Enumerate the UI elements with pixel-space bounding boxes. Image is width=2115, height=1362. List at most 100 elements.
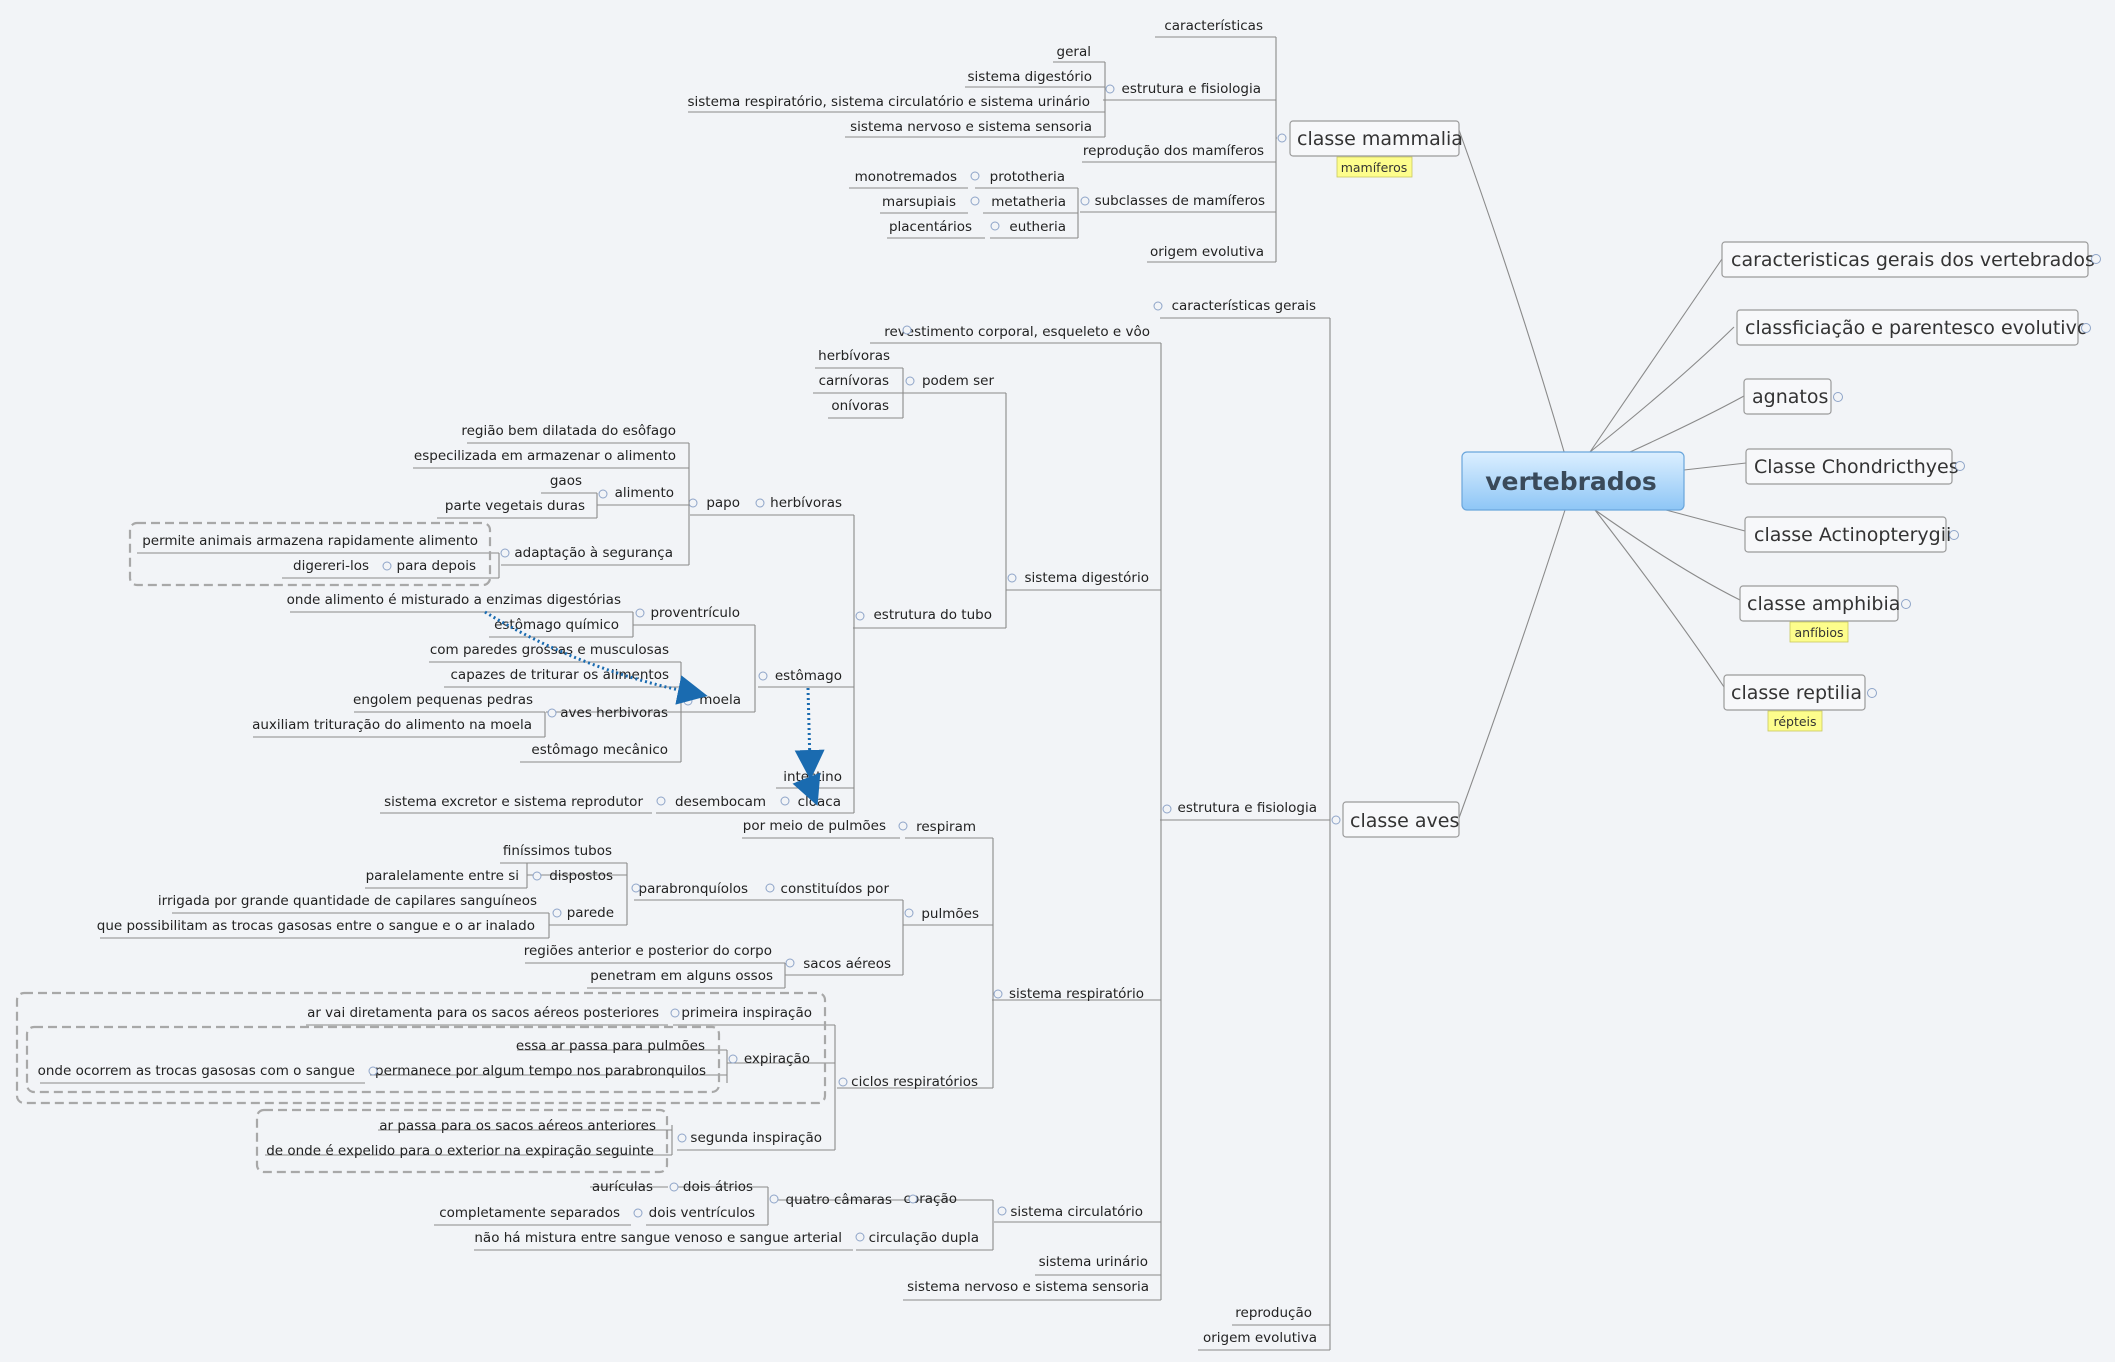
collapse-icon[interactable] — [382, 561, 392, 571]
collapse-icon[interactable] — [970, 196, 980, 206]
root-connectors — [1458, 129, 1747, 819]
collapse-icon[interactable] — [855, 1232, 865, 1242]
topic-chondricthyes[interactable]: Classe Chondricthyes — [1745, 448, 1965, 485]
svg-text:estômago químico: estômago químico — [494, 617, 619, 633]
svg-text:marsupiais: marsupiais — [882, 194, 956, 210]
collapse-icon[interactable] — [905, 376, 915, 386]
tag-anfibios — [1789, 621, 1849, 643]
svg-text:moela: moela — [699, 692, 741, 708]
svg-text:sistema circulatório: sistema circulatório — [1010, 1204, 1143, 1220]
svg-text:que possibilitam as trocas gas: que possibilitam as trocas gasosas entre… — [97, 918, 535, 934]
collapse-icon[interactable] — [1007, 573, 1017, 583]
collapse-icon[interactable] — [785, 958, 795, 968]
mammalia-subclasses: subclasses de mamíferos — [1095, 193, 1265, 209]
collapse-icon[interactable] — [758, 671, 768, 681]
collapse-icon[interactable] — [1162, 804, 1172, 814]
expand-icon[interactable] — [902, 325, 912, 335]
svg-text:sistema excretor e sistema rep: sistema excretor e sistema reprodutor — [384, 794, 643, 810]
expand-icon[interactable] — [1153, 301, 1163, 311]
tag-repteis — [1767, 710, 1823, 732]
root-label: vertebrados — [1485, 467, 1657, 496]
expand-icon[interactable] — [2091, 254, 2101, 264]
relationship-arrow — [792, 772, 821, 806]
collapse-icon[interactable] — [1277, 133, 1287, 143]
topic-classificacao[interactable]: classficiação e parentesco evolutivo — [1736, 309, 2091, 346]
svg-text:dispostos: dispostos — [549, 868, 613, 884]
svg-text:com paredes grossas e musculos: com paredes grossas e musculosas — [430, 642, 669, 658]
svg-text:herbívoras: herbívoras — [818, 348, 890, 364]
collapse-icon[interactable] — [500, 548, 510, 558]
collapse-icon[interactable] — [656, 796, 666, 806]
svg-text:cloaca: cloaca — [798, 794, 841, 810]
svg-text:gaos: gaos — [550, 473, 582, 489]
svg-text:mamíferos: mamíferos — [1341, 160, 1408, 175]
collapse-icon[interactable] — [1105, 84, 1115, 94]
expand-icon[interactable] — [1949, 530, 1959, 540]
svg-text:estômago mecânico: estômago mecânico — [531, 742, 668, 758]
svg-text:intestino: intestino — [783, 769, 842, 785]
svg-text:classe mammalia: classe mammalia — [1297, 128, 1463, 150]
collapse-icon[interactable] — [688, 498, 698, 508]
collapse-icon[interactable] — [547, 708, 557, 718]
boundary-segunda-inspiracao — [255, 1108, 669, 1174]
collapse-icon[interactable] — [1080, 196, 1090, 206]
collapse-icon[interactable] — [598, 489, 608, 499]
svg-text:anfíbios: anfíbios — [1794, 625, 1843, 640]
collapse-icon[interactable] — [532, 871, 542, 881]
svg-text:sistema respiratório, sistema: sistema respiratório, sistema circulatór… — [687, 94, 1090, 110]
expand-icon[interactable] — [1955, 461, 1965, 471]
expand-icon[interactable] — [2081, 323, 2091, 333]
topic-agnatos[interactable]: agnatos — [1743, 378, 1843, 415]
svg-text:sistema nervoso e sistema sens: sistema nervoso e sistema sensoria — [907, 1279, 1149, 1295]
root-node[interactable]: vertebrados — [1461, 451, 1685, 511]
svg-text:geral: geral — [1057, 44, 1091, 60]
topic-actinopterygii[interactable]: classe Actinopterygii — [1744, 516, 1959, 553]
node-classe-aves[interactable] — [1342, 801, 1460, 838]
collapse-icon[interactable] — [769, 1194, 779, 1204]
collapse-icon[interactable] — [368, 1066, 378, 1076]
svg-text:penetram em alguns ossos: penetram em alguns ossos — [590, 968, 773, 984]
collapse-icon[interactable] — [728, 1054, 738, 1064]
collapse-icon[interactable] — [683, 696, 693, 706]
svg-text:completamente separados: completamente separados — [439, 1205, 620, 1221]
collapse-icon[interactable] — [633, 1208, 643, 1218]
topic-amphibia[interactable]: classe amphibia anfíbios — [1739, 585, 1911, 643]
relationship-arrow — [794, 687, 825, 780]
collapse-icon[interactable] — [904, 908, 914, 918]
collapse-icon[interactable] — [838, 1077, 848, 1087]
node-classe-mammalia[interactable] — [1289, 120, 1460, 157]
svg-text:eutheria: eutheria — [1009, 219, 1066, 235]
expand-icon[interactable] — [1833, 392, 1843, 402]
collapse-icon[interactable] — [908, 1194, 918, 1204]
svg-text:Classe Chondricthyes: Classe Chondricthyes — [1754, 456, 1959, 478]
collapse-icon[interactable] — [552, 908, 562, 918]
svg-text:ciclos respiratórios: ciclos respiratórios — [851, 1074, 978, 1090]
svg-text:classficiação e parentesco evo: classficiação e parentesco evolutivo — [1745, 317, 2088, 339]
collapse-icon[interactable] — [635, 608, 645, 618]
svg-text:sistema digestório: sistema digestório — [968, 69, 1092, 85]
collapse-icon[interactable] — [631, 883, 641, 893]
collapse-icon[interactable] — [755, 498, 765, 508]
collapse-icon[interactable] — [993, 989, 1003, 999]
collapse-icon[interactable] — [677, 1133, 687, 1143]
collapse-icon[interactable] — [780, 796, 790, 806]
collapse-icon[interactable] — [669, 1182, 679, 1192]
collapse-icon[interactable] — [970, 171, 980, 181]
collapse-icon[interactable] — [855, 611, 865, 621]
expand-icon[interactable] — [1867, 688, 1877, 698]
collapse-icon[interactable] — [898, 821, 908, 831]
collapse-icon[interactable] — [765, 883, 775, 893]
expand-icon[interactable] — [1901, 599, 1911, 609]
svg-text:placentários: placentários — [889, 219, 972, 235]
collapse-icon[interactable] — [670, 1008, 680, 1018]
collapse-icon[interactable] — [990, 221, 1000, 231]
mammalia-branch: classe mammalia mamíferos característica… — [687, 18, 1463, 263]
svg-text:metatheria: metatheria — [991, 194, 1066, 210]
topic-caracteristicas-gerais[interactable]: caracteristicas gerais dos vertebrados — [1721, 241, 2101, 278]
svg-text:pulmões: pulmões — [921, 906, 979, 922]
svg-text:classe amphibia: classe amphibia — [1747, 593, 1900, 615]
collapse-icon[interactable] — [997, 1206, 1007, 1216]
topic-reptilia[interactable]: classe reptilia répteis — [1723, 674, 1877, 732]
collapse-icon[interactable] — [1331, 815, 1341, 825]
svg-text:essa ar passa para pulmões: essa ar passa para pulmões — [516, 1038, 705, 1054]
